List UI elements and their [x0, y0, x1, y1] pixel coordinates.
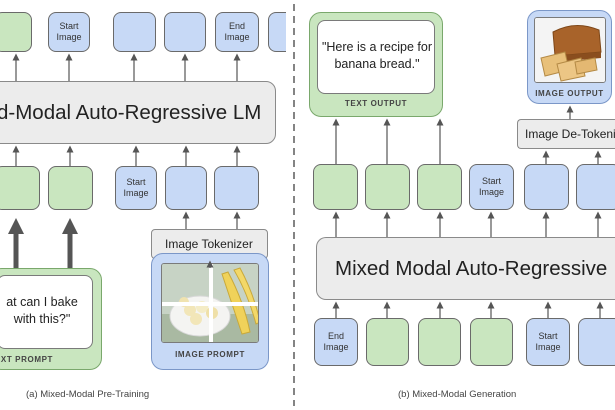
right-mid-token-6 [576, 164, 615, 210]
image-output-photo [534, 17, 606, 83]
left-arrows [12, 53, 241, 268]
text-output-label: TEXT OUTPUT [344, 99, 408, 108]
right-arrows [332, 105, 604, 318]
right-lm-title: Mixed Modal Auto-Regressive [335, 256, 608, 280]
text-prompt-panel: at can I bake with this?" EXT PROMPT [0, 268, 102, 370]
image-output-panel: IMAGE OUTPUT [527, 10, 612, 104]
text-output-panel: "Here is a recipe for banana bread." TEX… [309, 12, 443, 117]
right-bottom-token-4 [470, 318, 513, 366]
text-output-inner: "Here is a recipe for banana bread." [317, 20, 435, 94]
text-output-text: "Here is a recipe for banana bread." [321, 40, 433, 71]
right-mid-token-3 [417, 164, 462, 210]
text-prompt-text: at can I bake with this?" [6, 295, 78, 326]
right-bottom-token-end-image: End Image [314, 318, 358, 366]
left-top-token-3 [113, 12, 156, 52]
image-detokenizer-label: Image De-Tokeni [525, 127, 615, 141]
right-mid-token-5 [524, 164, 569, 210]
left-top-token-6 [268, 12, 286, 52]
right-bottom-token-2 [366, 318, 409, 366]
left-bold-arrows [8, 218, 78, 268]
right-mid-token-2 [365, 164, 410, 210]
right-lm-block: Mixed Modal Auto-Regressive [316, 237, 615, 300]
left-caption: (a) Mixed-Modal Pre-Training [26, 389, 150, 400]
image-output-label: IMAGE OUTPUT [535, 89, 604, 98]
left-bottom-token-2 [48, 166, 93, 210]
image-detokenizer-box: Image De-Tokeni [517, 119, 615, 149]
left-top-token-start-image: Start Image [48, 12, 90, 52]
image-prompt-panel: IMAGE PROMPT [151, 253, 269, 370]
right-bottom-token-6 [578, 318, 615, 366]
image-prompt-label: IMAGE PROMPT [175, 350, 245, 359]
left-top-token-end-image: End Image [215, 12, 259, 52]
image-tokenizer-label: Image Tokenizer [165, 237, 253, 251]
left-lm-block: d-Modal Auto-Regressive LM [0, 81, 276, 144]
image-prompt-photo [161, 263, 259, 343]
left-top-token-4 [164, 12, 206, 52]
right-bottom-token-start-image: Start Image [526, 318, 570, 366]
right-caption: (b) Mixed-Modal Generation [398, 389, 517, 400]
right-mid-token-start-image: Start Image [469, 164, 514, 210]
left-bottom-token-1 [0, 166, 40, 210]
right-mid-token-1 [313, 164, 358, 210]
left-bottom-token-4 [165, 166, 207, 210]
left-top-token-1 [0, 12, 32, 52]
left-bottom-token-5 [214, 166, 259, 210]
right-bottom-token-3 [418, 318, 461, 366]
text-prompt-inner: at can I bake with this?" [0, 275, 93, 349]
left-bottom-token-start-image: Start Image [115, 166, 157, 210]
text-prompt-label: EXT PROMPT [0, 355, 54, 364]
banana-bowl-image [162, 264, 258, 342]
banana-bread-image [535, 18, 605, 82]
left-lm-title: d-Modal Auto-Regressive LM [0, 100, 262, 124]
